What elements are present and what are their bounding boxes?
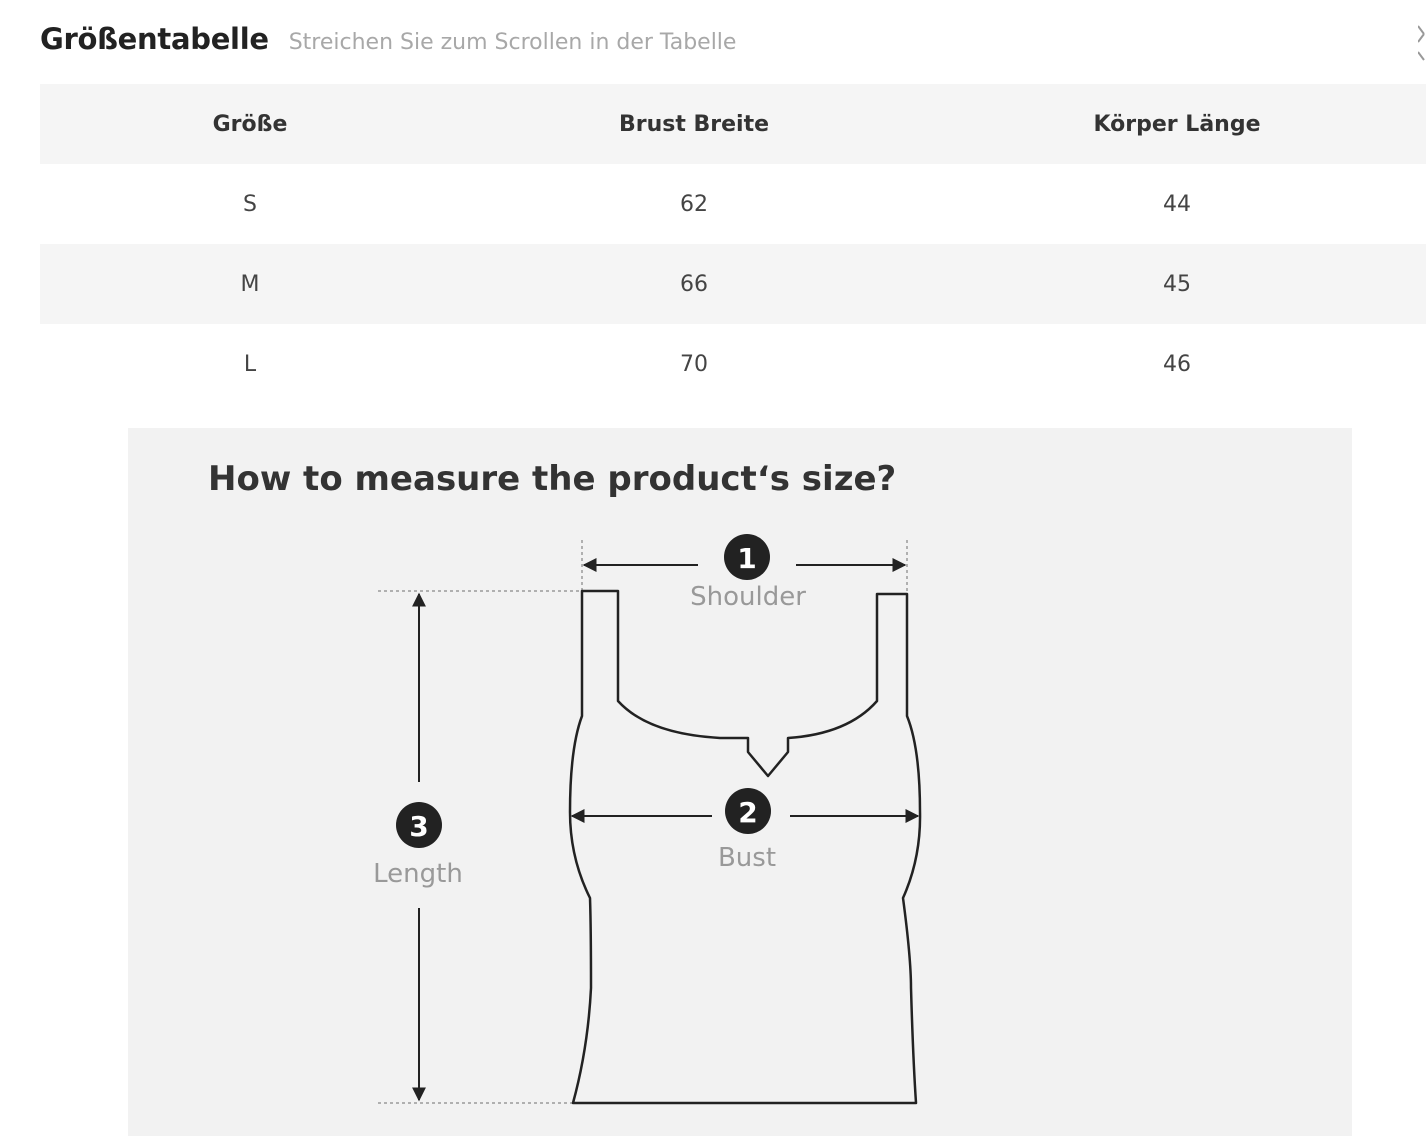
- shoulder-number: 1: [737, 542, 756, 575]
- table-cell: 62: [680, 191, 708, 217]
- table-cell: 44: [1163, 191, 1191, 217]
- close-icon[interactable]: [1418, 22, 1426, 66]
- table-header-row: Größe Brust Breite Körper Länge: [40, 84, 1426, 164]
- column-header-body-length: Körper Länge: [1093, 111, 1261, 137]
- column-header-bust-width: Brust Breite: [618, 111, 770, 137]
- column-header-size: Größe: [212, 111, 288, 137]
- size-table: Größe Brust Breite Körper Länge S 62 44 …: [40, 84, 1426, 404]
- scroll-hint: Streichen Sie zum Scrollen in der Tabell…: [288, 30, 737, 55]
- length-measurement: 3 Length: [373, 592, 463, 1102]
- size-chart-title: Größentabelle: [40, 22, 269, 56]
- table-cell: 70: [680, 351, 708, 377]
- measurement-diagram: How to measure the product‘s size? 1 Sho…: [208, 459, 922, 1105]
- length-label: Length: [373, 859, 463, 889]
- table-cell: M: [240, 271, 260, 297]
- bust-measurement: 2 Bust: [570, 788, 920, 873]
- number-badge-1: [724, 534, 770, 580]
- tank-top-outline: [568, 589, 922, 1105]
- table-cell: 66: [680, 271, 708, 297]
- table-cell: 46: [1163, 351, 1191, 377]
- shoulder-measurement: 1 Shoulder: [582, 534, 907, 612]
- guide-dotted-lines: [378, 540, 908, 1104]
- bust-label: Bust: [718, 843, 776, 873]
- shoulder-label: Shoulder: [690, 582, 806, 612]
- number-badge-3: [396, 802, 442, 848]
- table-cell: L: [243, 351, 257, 377]
- table-cell: 45: [1163, 271, 1191, 297]
- bust-number: 2: [738, 796, 757, 829]
- measurement-guide: How to measure the product‘s size? 1 Sho…: [128, 428, 1352, 1136]
- table-cell: S: [243, 191, 257, 217]
- table-row: L 70 46: [40, 324, 1426, 404]
- number-badge-2: [725, 788, 771, 834]
- table-row: S 62 44: [40, 164, 1426, 244]
- length-number: 3: [409, 810, 428, 843]
- size-chart-header: Größentabelle Streichen Sie zum Scrollen…: [40, 22, 736, 66]
- guide-heading: How to measure the product‘s size?: [208, 459, 896, 499]
- table-row: M 66 45: [40, 244, 1426, 324]
